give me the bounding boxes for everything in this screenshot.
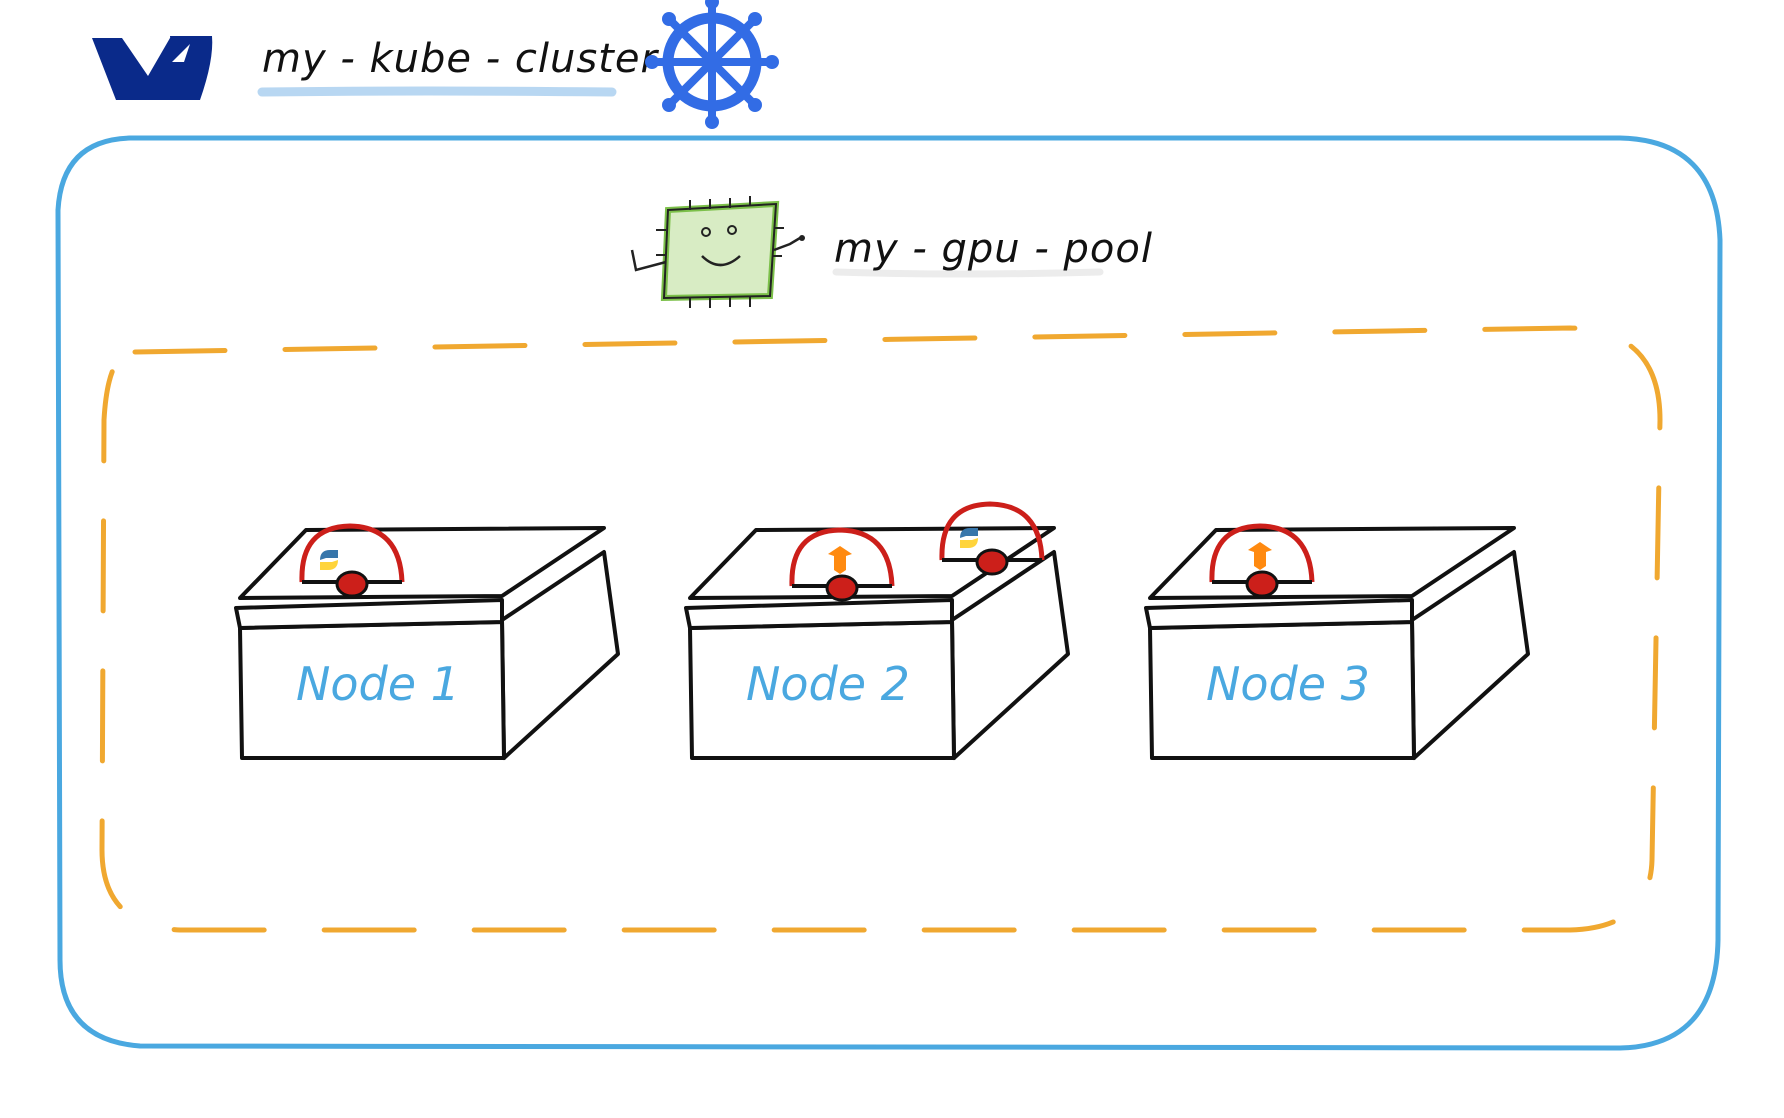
gpu-dot <box>335 570 369 598</box>
gpu-dot <box>1245 570 1279 598</box>
python-icon <box>960 528 978 548</box>
node-box-1: Node 1 <box>234 523 620 760</box>
nodes-layer: Node 1 Node 2 Node 3 <box>234 501 1530 760</box>
node-box-3: Node 3 <box>1144 523 1530 760</box>
gpu-pod-tensorflow <box>789 527 895 602</box>
node-pool-boundary <box>99 325 1663 933</box>
gpu-dot <box>975 548 1009 576</box>
box-flap <box>234 598 504 630</box>
pod-arc <box>939 501 1045 561</box>
node-label: Node 3 <box>1206 657 1370 711</box>
box-flap <box>684 598 954 630</box>
pod-arc <box>299 523 405 583</box>
tensorflow-icon <box>1248 542 1272 570</box>
pod-arc <box>1209 523 1315 583</box>
cluster-boundary <box>55 135 1723 1051</box>
box-flap <box>1144 598 1414 630</box>
gpu-dot <box>825 574 859 602</box>
pool-name: my - gpu - pool <box>834 226 1153 272</box>
node-label: Node 2 <box>746 657 910 711</box>
gpu-mascot-icon <box>630 196 805 308</box>
gpu-pod-tensorflow <box>1209 523 1315 598</box>
node-label: Node 1 <box>296 657 460 711</box>
ovh-logo <box>92 36 213 100</box>
pool-title: my - gpu - pool <box>832 226 1153 278</box>
tensorflow-icon <box>828 546 852 574</box>
cluster-title: my - kube - cluster <box>257 36 659 97</box>
node-box-2: Node 2 <box>684 501 1070 760</box>
pod-arc <box>789 527 895 587</box>
cluster-name: my - kube - cluster <box>262 36 659 82</box>
gpu-pod-python <box>939 501 1045 576</box>
gpu-pod-python <box>299 523 405 598</box>
python-icon <box>320 550 338 570</box>
kubernetes-icon <box>645 0 779 129</box>
